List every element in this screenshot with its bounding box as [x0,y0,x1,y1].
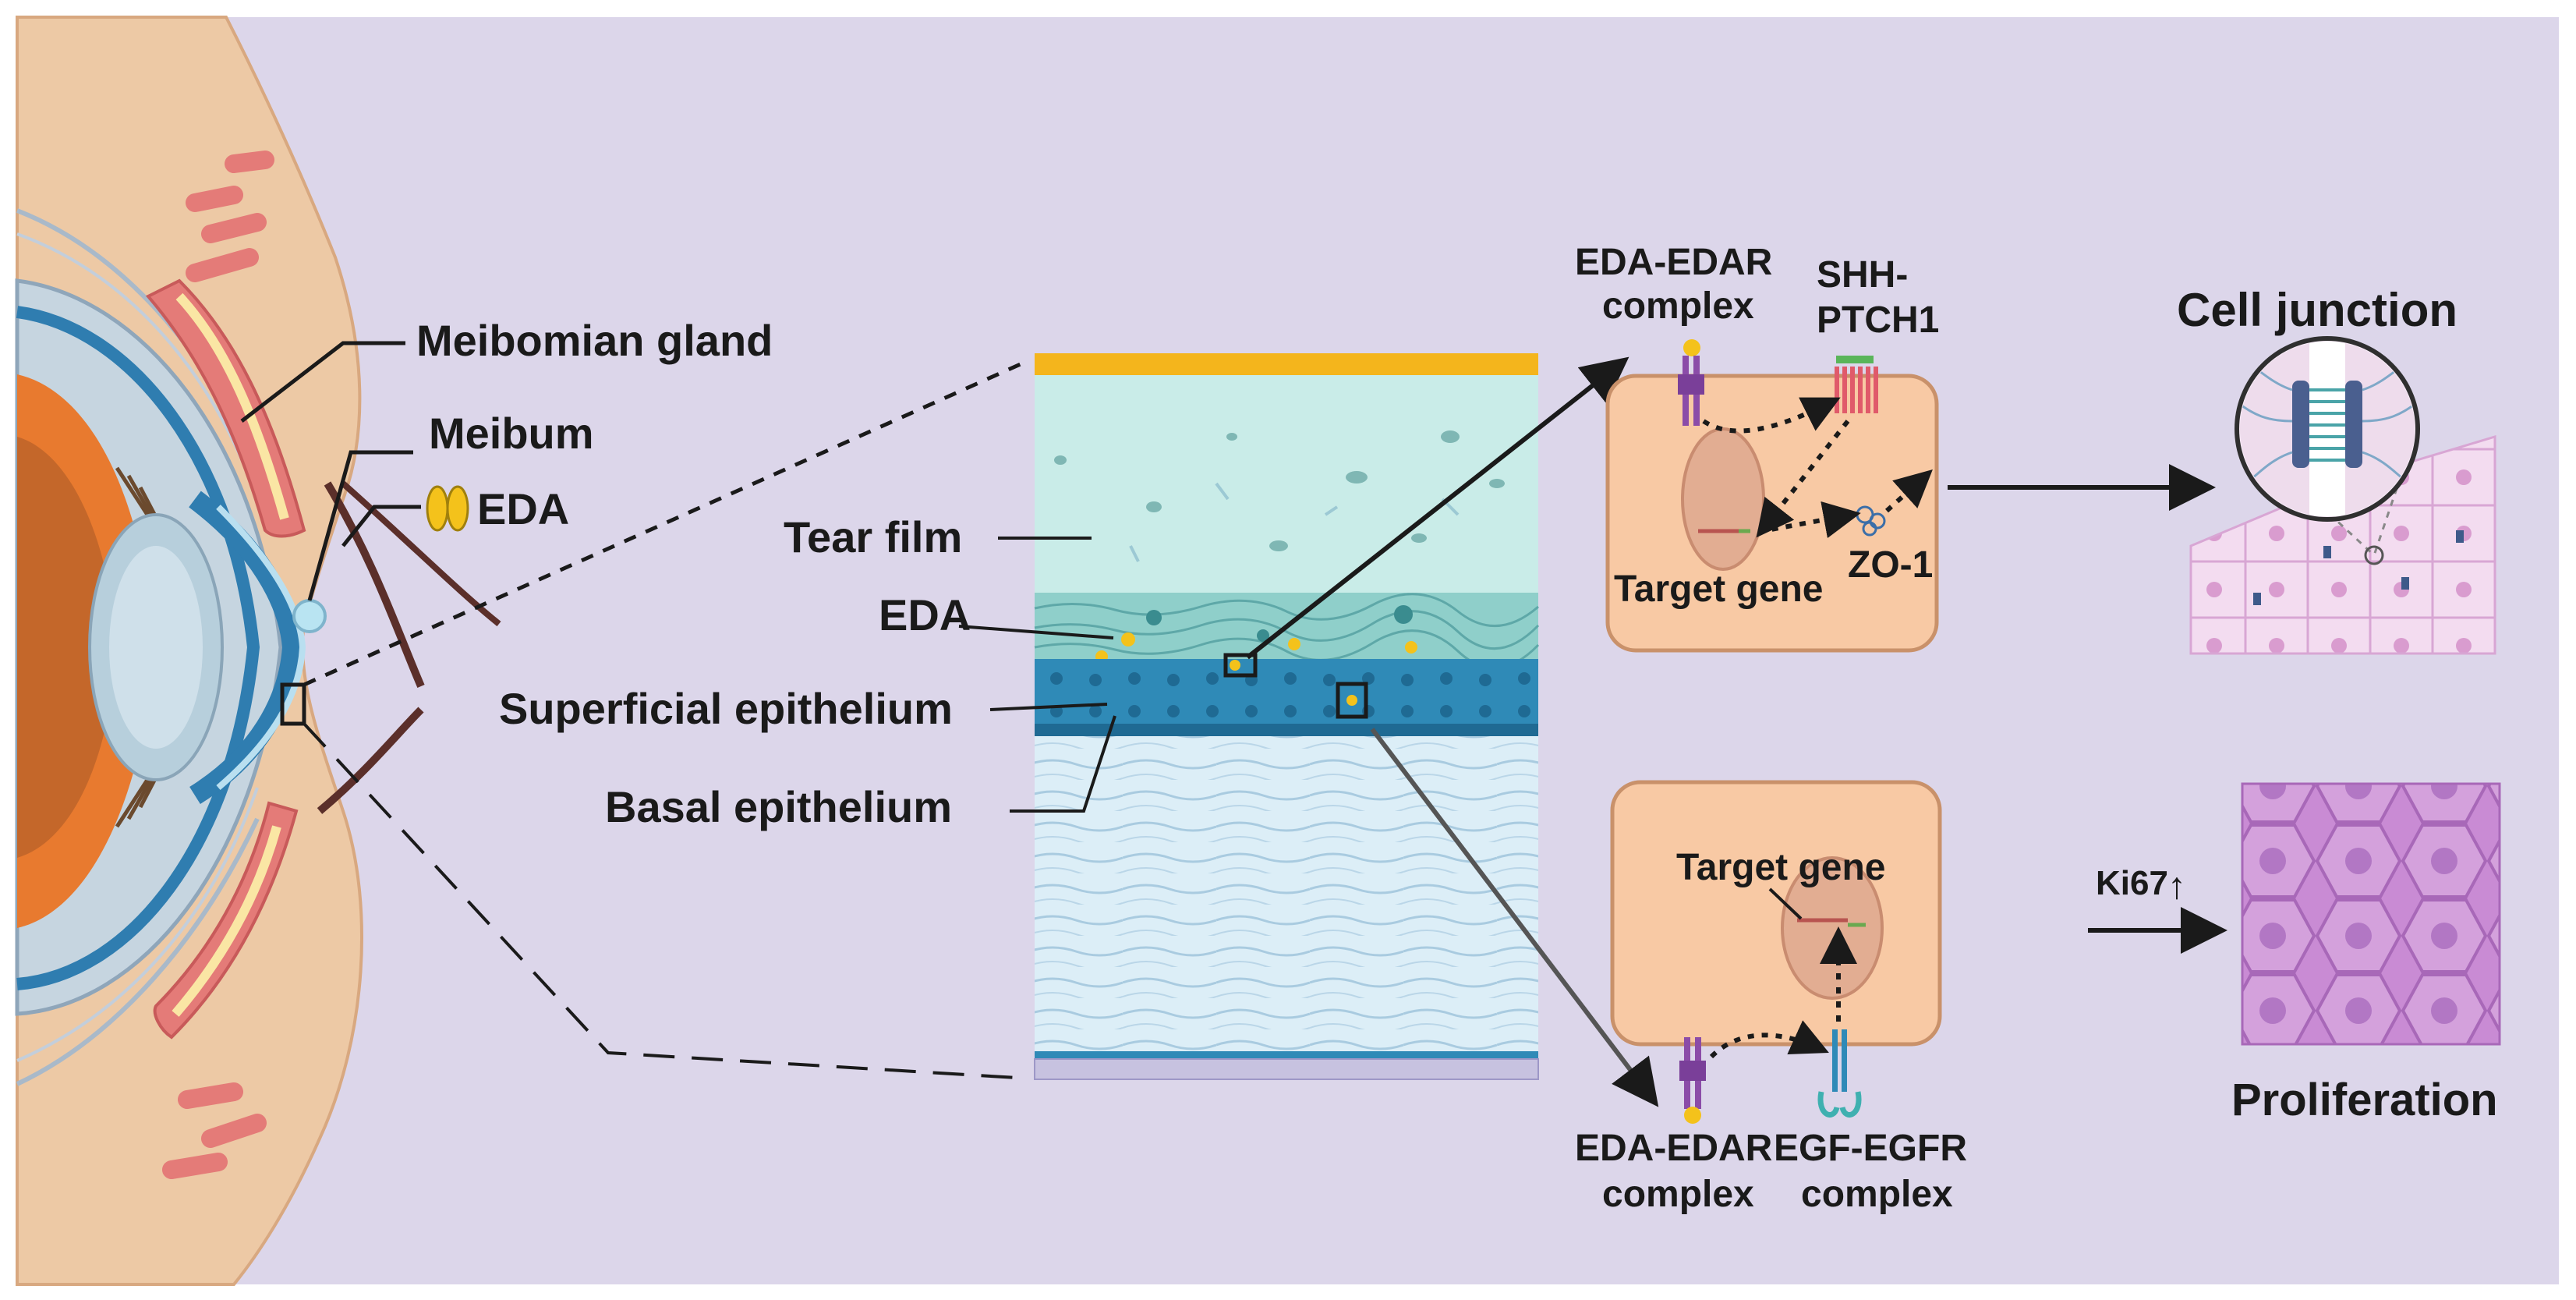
eye-zoom-box [280,682,306,726]
label-eda-section: EDA [879,590,971,639]
label-meibomian-gland: Meibomian gland [416,316,773,365]
arrow-to-bottom-cell [1370,728,1659,1107]
label-bottom-receptor-line1: EDA-EDAR [1575,1128,1772,1169]
arrow-to-top-cell [1246,356,1629,660]
eda-protein-icon [426,485,469,532]
label-top-receptor-line1: EDA-EDAR [1575,242,1772,283]
top-ptch1-receptor-icon [1835,356,1878,413]
top-cell [1605,339,1939,653]
label-proliferation: Proliferation [2231,1075,2498,1125]
label-shh-line1: SHH- [1817,254,1908,296]
bottom-cell [1610,780,1942,1124]
label-bottom-target-gene: Target gene [1676,847,1886,888]
label-ki67: Ki67 [2096,864,2168,902]
label-cell-junction: Cell junction [2177,284,2457,336]
label-superficial-epithelium: Superficial epithelium [499,684,953,733]
label-egf-line1: EGF-EGFR [1774,1128,1967,1169]
ocular-surface-cross-section [1034,353,1540,1080]
label-tear-film: Tear film [784,512,962,561]
label-top-receptor-line2: complex [1602,285,1754,327]
label-eda-eye: EDA [477,484,569,533]
focus-box-superficial [1223,653,1258,678]
top-nucleus [1681,427,1765,571]
label-top-target-gene: Target gene [1614,569,1824,610]
meibum-droplet [292,599,327,633]
label-bottom-receptor-line2: complex [1602,1174,1754,1215]
label-zo1: ZO-1 [1848,544,1933,586]
zoom-line-bottom [303,722,1030,1080]
egfr-receptor-icon [1817,1029,1862,1118]
label-shh-line2: PTCH1 [1817,299,1939,341]
ki67-up-arrow-icon: ↑ [2167,866,2186,907]
proliferation-tissue [2241,782,2501,1046]
top-edar-receptor-icon [1678,339,1704,426]
bottom-edar-receptor-icon [1679,1037,1706,1124]
lower-meibomian-gland [153,801,299,1179]
label-basal-epithelium: Basal epithelium [605,782,952,831]
zoom-line-top [303,358,1031,687]
focus-box-basal [1336,682,1368,719]
label-egf-line2: complex [1801,1174,1953,1215]
upper-meibomian-gland [145,151,306,538]
label-meibum: Meibum [429,409,594,458]
eye-anatomy [15,16,501,1286]
cell-junction-magnifier [2235,336,2420,522]
